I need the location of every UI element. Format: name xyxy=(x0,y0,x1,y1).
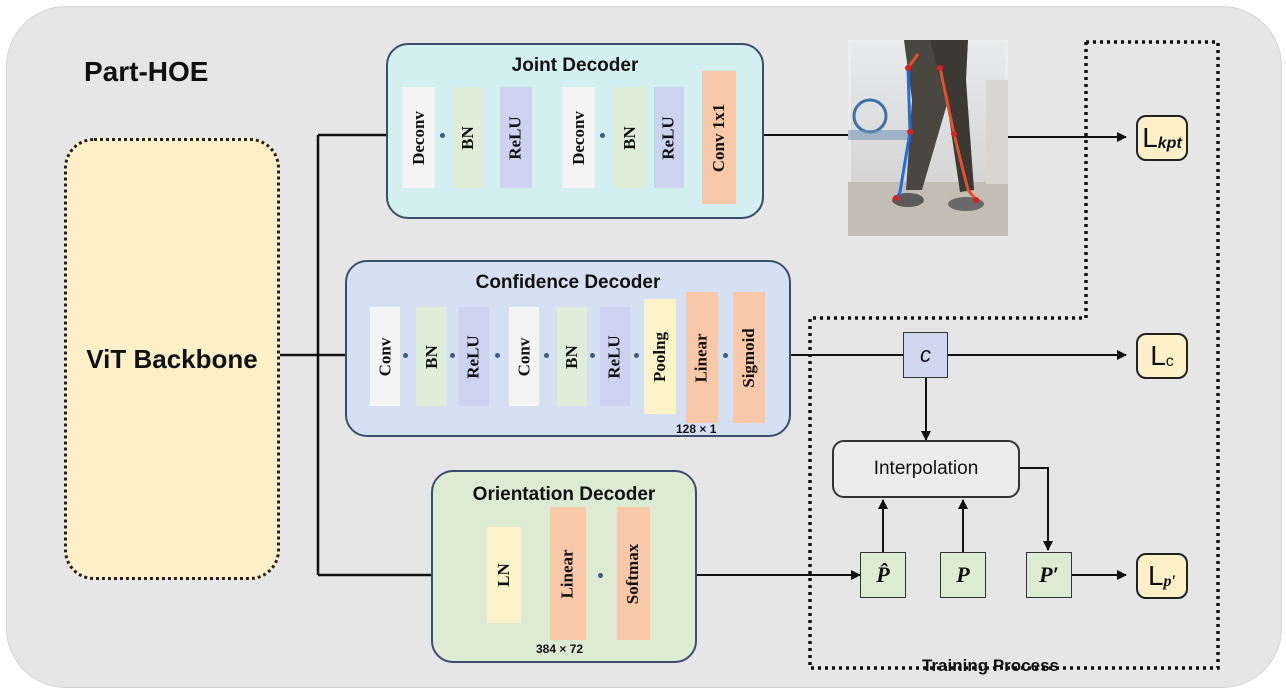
confidence-c-node: c xyxy=(903,332,948,378)
joint-relu-block: ReLU xyxy=(500,87,532,188)
keypoint-photo xyxy=(848,40,1008,236)
interp-to-pprime xyxy=(1020,467,1053,551)
orient-dot-1 xyxy=(598,573,603,578)
p-node: P xyxy=(940,552,986,598)
training-process-boundary xyxy=(808,40,1220,670)
conf-bn-block: BN xyxy=(416,307,447,406)
left-shoe xyxy=(892,193,924,207)
joint-dot-2 xyxy=(600,133,605,138)
joint-relu-block-2: ReLU xyxy=(654,87,684,188)
joint-dot-1 xyxy=(440,133,445,138)
orient-ln-block: LN xyxy=(487,527,521,623)
orient-dim-label: 384 × 72 xyxy=(536,642,584,656)
joint-decoder-title: Joint Decoder xyxy=(511,55,639,76)
interpolation-node: Interpolation xyxy=(832,440,1020,498)
conf-relu-block: ReLU xyxy=(459,307,489,406)
conf-linear-block: Linear xyxy=(686,292,718,423)
conf-dot-3 xyxy=(495,353,500,358)
orange-skeleton xyxy=(938,67,980,203)
conf-dim-label: 128 × 1 xyxy=(676,422,717,436)
confidence-decoder-title: Confidence Decoder xyxy=(475,272,661,293)
joint-deconv-block-2: Deconv xyxy=(562,87,595,188)
training-process-caption: Training Process xyxy=(922,656,1059,675)
conf-dot-6 xyxy=(634,353,639,358)
vit-backbone: ViT Backbone xyxy=(64,138,280,580)
conf-dot-2 xyxy=(450,353,455,358)
p-prime-node: P′ xyxy=(1026,552,1072,598)
conf-dot-4 xyxy=(544,353,549,358)
joint-bn-block: BN xyxy=(453,87,483,188)
joint-conv1x1-block: Conv 1x1 xyxy=(702,71,736,204)
orientation-decoder-title: Orientation Decoder xyxy=(472,484,656,505)
diagram-title: Part-HOE xyxy=(84,56,209,87)
conf-bn-block-2: BN xyxy=(557,307,587,406)
joint-bn-block-2: BN xyxy=(614,87,646,188)
orient-softmax-block: Softmax xyxy=(617,507,650,640)
conf-sigmoid-block: Sigmoid xyxy=(733,292,765,423)
backbone-label: ViT Backbone xyxy=(86,343,258,374)
p-hat-node: P̂ xyxy=(860,552,906,598)
photo-floor xyxy=(848,182,1008,236)
conf-conv-block-2: Conv xyxy=(509,307,539,406)
conf-dot-5 xyxy=(590,353,595,358)
orient-linear-block: Linear xyxy=(550,507,586,640)
conf-conv-block: Conv xyxy=(370,307,400,406)
conf-dot-1 xyxy=(403,353,408,358)
conf-relu-block-2: ReLU xyxy=(600,307,630,406)
joint-deconv-block: Deconv xyxy=(402,87,435,188)
conf-pooling-block: Poolng xyxy=(644,299,676,414)
conf-dot-7 xyxy=(723,353,728,358)
